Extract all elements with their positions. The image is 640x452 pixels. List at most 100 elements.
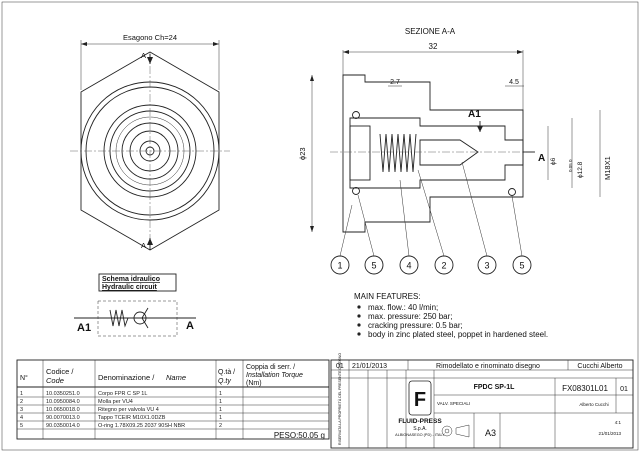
bom-header-qty-it: Q.tà / <box>218 369 235 376</box>
bom-table: N° Codice / Code Denominazione / Name Q.… <box>16 359 330 440</box>
bom-header-num: N° <box>20 374 28 382</box>
rev-box: 01 <box>620 386 628 393</box>
svg-text:Corpo FPR C SP 1L: Corpo FPR C SP 1L <box>98 391 147 397</box>
svg-text:2: 2 <box>441 261 446 271</box>
svg-text:4: 4 <box>20 415 23 421</box>
dim-diameter: ϕ23 <box>298 147 307 160</box>
svg-text:1: 1 <box>219 407 222 413</box>
rev-author: Cucchi Alberto <box>577 363 622 370</box>
dim-right: 4.5 <box>509 79 519 86</box>
spring <box>379 133 417 173</box>
table-row: 1 10.0350251.0 Corpo FPR C SP 1L 1 <box>20 391 222 397</box>
section-mark-bottom: A <box>141 241 146 250</box>
balloon-3: 3 <box>461 161 497 275</box>
bom-header-code-en: Code <box>46 376 64 385</box>
svg-text:Ritegno per valvola VU 4: Ritegno per valvola VU 4 <box>98 407 159 413</box>
rev-number: 01 <box>336 363 344 370</box>
o-ring-bottom <box>352 187 360 195</box>
svg-text:3: 3 <box>20 407 23 413</box>
svg-text:10.0350251.0: 10.0350251.0 <box>46 391 80 397</box>
title-block: 01 21/01/2013 Rimodellato e rinominato d… <box>330 353 634 449</box>
projection-symbol <box>441 424 470 438</box>
bom-header-name-en: Name <box>166 373 186 382</box>
drawing-number: FX08301L01 <box>562 384 608 393</box>
company-city: ALBIGNASEGO (PD) - ITALY <box>395 433 445 437</box>
reserved-note: RISERVATA LA PROPRIETÀ DEL PRESENTE DISE… <box>338 353 342 445</box>
svg-text:1: 1 <box>219 391 222 397</box>
hydraulic-port-a: A <box>186 320 194 332</box>
dim-thread: M18X1 <box>603 156 612 180</box>
balloon-1: 1 <box>330 204 353 275</box>
svg-text:Molla per VU4: Molla per VU4 <box>98 399 133 405</box>
rev-date: 21/01/2013 <box>352 363 387 370</box>
balloon-2: 2 <box>417 169 454 275</box>
check-ball-symbol <box>133 311 147 325</box>
svg-text:10.0650018.0: 10.0650018.0 <box>46 407 80 413</box>
bom-header-name-it: Denominazione / <box>98 373 155 382</box>
front-view: Esagono Ch=24 A A <box>70 33 230 251</box>
weight-label: PESO:50.05 g <box>274 431 325 440</box>
feature-item: max. pressure: 250 bar; <box>368 312 452 321</box>
material: VALV. SPECIALI <box>437 401 470 406</box>
svg-text:1: 1 <box>337 261 342 271</box>
date-small: 21/01/2013 <box>598 431 621 436</box>
inner-bore <box>349 117 524 189</box>
hydraulic-scheme: Schema idraulico Hydraulic circuit A1 A <box>74 273 196 337</box>
port-a-label: A <box>538 153 545 164</box>
svg-text:2: 2 <box>219 423 222 429</box>
rev-description: Rimodellato e rinominato disegno <box>436 363 540 370</box>
balloon-4: 4 <box>399 179 419 275</box>
part-name: FPDC SP-1L <box>474 384 516 391</box>
section-view: SEZIONE A-A 32 2.7 4.5 ϕ23 <box>298 27 612 275</box>
section-mark-top: A <box>141 51 146 60</box>
company-sub: S.p.A. <box>413 426 427 432</box>
valve-body <box>342 74 524 233</box>
bom-header-code-it: Codice / <box>46 367 74 376</box>
balloon-5b: 5 <box>511 195 532 275</box>
company-name: FLUID-PRESS <box>398 418 442 425</box>
svg-text:F: F <box>414 389 426 411</box>
drawn-by: Alberto Cucchi <box>579 402 608 407</box>
hydraulic-port-a1: A1 <box>77 322 91 334</box>
hex-label: Esagono Ch=24 <box>123 33 177 42</box>
dim-inner: ϕ12.8 <box>577 161 584 178</box>
balloon-5a: 5 <box>357 194 384 275</box>
dim-left: 2.7 <box>390 79 400 86</box>
svg-text:1: 1 <box>219 415 222 421</box>
table-row: 2 10.0950084.0 Molla per VU4 1 <box>20 399 222 405</box>
plug <box>349 125 371 181</box>
svg-text:10.0950084.0: 10.0950084.0 <box>46 399 80 405</box>
seat-symbol <box>141 307 149 329</box>
main-features: MAIN FEATURES: max. flow.: 40 l/min; max… <box>354 292 548 339</box>
table-row: 3 10.0650018.0 Ritegno per valvola VU 4 … <box>20 407 222 413</box>
table-row: 4 90.0070013.0 Tappo TCEIR M10X1.0DZB 1 <box>20 415 222 421</box>
feature-item: cracking pressure: 0.5 bar; <box>368 321 463 330</box>
o-ring-top <box>352 111 360 119</box>
feature-item: body in zinc plated steel, poppet in har… <box>368 330 548 339</box>
features-title: MAIN FEATURES: <box>354 292 421 301</box>
svg-text:3: 3 <box>484 261 489 271</box>
scale: 4:1 <box>615 420 622 425</box>
svg-text:O-ring 1.78X09.25 2037 90SH NB: O-ring 1.78X09.25 2037 90SH NBR <box>98 423 185 429</box>
hydraulic-title-it: Schema idraulico <box>102 276 160 283</box>
port-a1-label: A1 <box>468 109 481 120</box>
bom-header-torque-en: Installation Torque <box>246 372 303 379</box>
svg-text:1: 1 <box>219 399 222 405</box>
hydraulic-title-en: Hydraulic circuit <box>102 284 158 291</box>
bom-header-torque-it: Coppia di serr. / <box>246 364 295 371</box>
svg-text:2: 2 <box>20 399 23 405</box>
section-title: SEZIONE A-A <box>405 27 456 36</box>
svg-text:90.0350014.0: 90.0350014.0 <box>46 423 80 429</box>
svg-text:1: 1 <box>20 391 23 397</box>
dim-bore: ϕ6 <box>550 157 557 165</box>
svg-text:5: 5 <box>371 261 376 271</box>
bom-header-torque-unit: (Nm) <box>246 380 262 387</box>
dim-total: 32 <box>429 42 438 51</box>
svg-text:4: 4 <box>406 261 411 271</box>
spring-symbol <box>109 309 129 328</box>
poppet <box>419 139 479 166</box>
fluid-press-logo: F FLUID-PRESS S.p.A. ALBIGNASEGO (PD) - … <box>395 380 445 437</box>
svg-text:Tappo TCEIR M10X1.0DZB: Tappo TCEIR M10X1.0DZB <box>98 415 166 421</box>
